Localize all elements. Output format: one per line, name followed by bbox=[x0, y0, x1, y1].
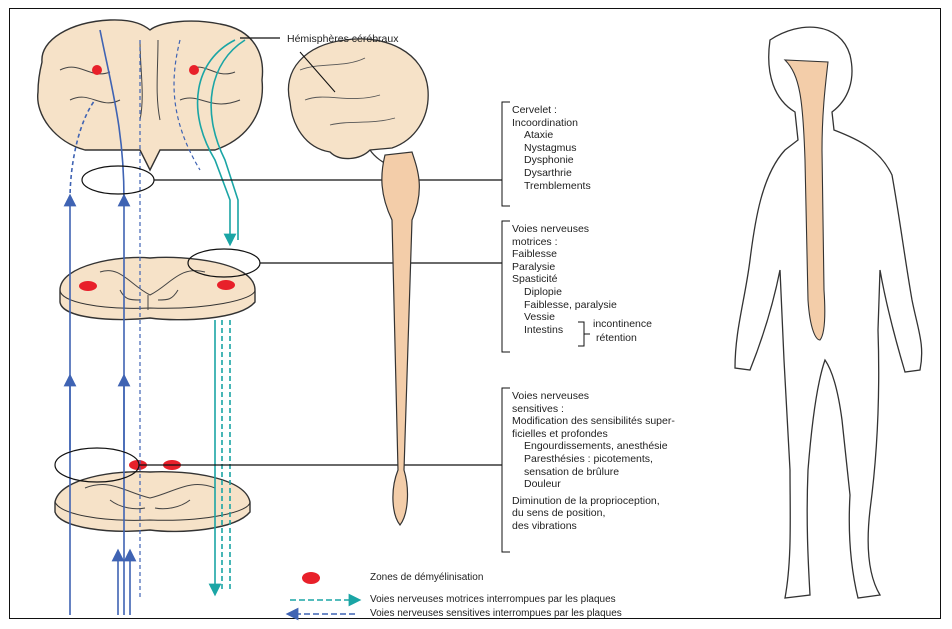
motrices-sub-item: Faiblesse, paralysie bbox=[512, 299, 617, 312]
cervelet-title: Cervelet : bbox=[512, 104, 591, 117]
sensitives-text: Modification des sensibilités super- bbox=[512, 415, 675, 428]
motrices-item: Spasticité bbox=[512, 273, 617, 286]
lesion-marker bbox=[92, 65, 102, 75]
brain-lateral bbox=[288, 39, 428, 525]
sensitives-text: du sens de position, bbox=[512, 507, 675, 520]
cervelet-heading: Incoordination bbox=[512, 117, 591, 130]
sensitives-sub-item: Paresthésies : picotements, bbox=[512, 453, 675, 466]
label-hemispheres: Hémisphères cérébraux bbox=[287, 33, 398, 46]
human-figure bbox=[735, 27, 922, 598]
motrices-title: motrices : bbox=[512, 236, 617, 249]
brain-coronal-section bbox=[38, 20, 263, 170]
lesion-marker bbox=[217, 280, 235, 290]
motrices-item: Faiblesse bbox=[512, 248, 617, 261]
sensitives-sub-item: Douleur bbox=[512, 478, 675, 491]
spinal-section-lower bbox=[55, 460, 250, 531]
motrices-retention: rétention bbox=[596, 332, 637, 345]
sensitives-title: Voies nerveuses bbox=[512, 390, 675, 403]
cervelet-item: Dysarthrie bbox=[512, 167, 591, 180]
legend-motor-label: Voies nerveuses motrices interrompues pa… bbox=[370, 594, 616, 605]
sensitives-title: sensitives : bbox=[512, 403, 675, 416]
motrices-title: Voies nerveuses bbox=[512, 223, 617, 236]
legend-demyelination-label: Zones de démyélinisation bbox=[370, 572, 483, 583]
cervelet-item: Ataxie bbox=[512, 129, 591, 142]
spinal-section-upper bbox=[60, 257, 255, 319]
group-cervelet: Cervelet : Incoordination Ataxie Nystagm… bbox=[512, 104, 591, 192]
legend-lesion-swatch bbox=[302, 572, 320, 584]
sensitives-sub-item: sensation de brûlure bbox=[512, 466, 675, 479]
motrices-sub-item: Diplopie bbox=[512, 286, 617, 299]
sensitives-sub-item: Engourdissements, anesthésie bbox=[512, 440, 675, 453]
cervelet-item: Tremblements bbox=[512, 180, 591, 193]
motrices-item: Paralysie bbox=[512, 261, 617, 274]
cervelet-item: Dysphonie bbox=[512, 154, 591, 167]
sensitives-text: Diminution de la proprioception, bbox=[512, 495, 675, 508]
lesion-marker bbox=[79, 281, 97, 291]
sensitives-text: des vibrations bbox=[512, 520, 675, 533]
legend-sensory-label: Voies nerveuses sensitives interrompues … bbox=[370, 608, 622, 619]
lesion-marker bbox=[189, 65, 199, 75]
sensitives-text: ficielles et profondes bbox=[512, 428, 675, 441]
cervelet-item: Nystagmus bbox=[512, 142, 591, 155]
spinal-cord bbox=[382, 152, 420, 525]
motrices-incontinence: incontinence bbox=[593, 318, 652, 331]
legend bbox=[290, 572, 355, 614]
group-sensitives: Voies nerveuses sensitives : Modificatio… bbox=[512, 390, 675, 533]
